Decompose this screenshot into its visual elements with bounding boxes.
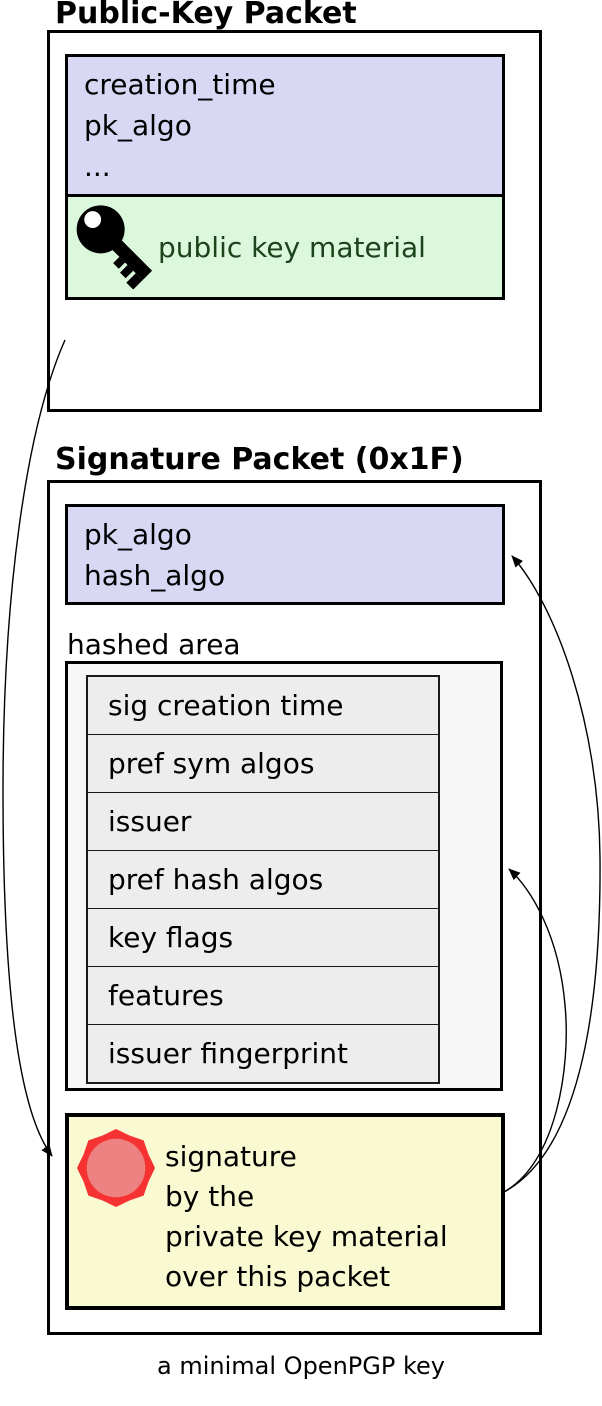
field-ellipsis: ... xyxy=(84,150,111,183)
signature-packet-title: Signature Packet (0x1F) xyxy=(55,442,464,477)
hashed-subpacket-list: sig creation time pref sym algos issuer … xyxy=(86,675,440,1084)
subpacket-row-key-flags: key flags xyxy=(88,909,438,967)
subpacket-row-pref-hash-algos: pref hash algos xyxy=(88,851,438,909)
subpacket-row-features: features xyxy=(88,967,438,1025)
seal-icon xyxy=(76,1128,156,1208)
public-key-material-label: public key material xyxy=(158,230,426,264)
hashed-area-label: hashed area xyxy=(67,628,241,661)
subpacket-row-issuer-fingerprint: issuer fingerprint xyxy=(108,1037,349,1070)
signature-header-fields: pk_algo hash_algo xyxy=(65,504,505,605)
field-creation-time: creation_time xyxy=(84,68,276,101)
public-key-material-section: public key material xyxy=(68,197,502,297)
signature-line-2: by the xyxy=(165,1180,255,1213)
field-sig-hash-algo: hash_algo xyxy=(84,559,226,592)
key-icon xyxy=(76,205,153,290)
subpacket-row-issuer: issuer xyxy=(88,793,438,851)
subpacket-row-sig-creation-time: sig creation time xyxy=(88,677,438,735)
signature-line-1: signature xyxy=(165,1140,297,1173)
public-key-header-fields: creation_time pk_algo ... xyxy=(68,57,502,197)
public-key-packet-contents: creation_time pk_algo ... public key mat… xyxy=(65,54,505,300)
signature-line-3: private key material xyxy=(165,1220,448,1253)
field-sig-pk-algo: pk_algo xyxy=(84,518,192,551)
field-pk-algo: pk_algo xyxy=(84,109,192,142)
signature-description: signature by the private key material ov… xyxy=(165,1137,448,1297)
public-key-packet-title: Public-Key Packet xyxy=(55,0,357,31)
subpacket-row-pref-sym-algos: pref sym algos xyxy=(88,735,438,793)
signature-line-4: over this packet xyxy=(165,1260,391,1293)
diagram-caption: a minimal OpenPGP key xyxy=(157,1352,445,1380)
signature-value-box: signature by the private key material ov… xyxy=(65,1113,505,1310)
